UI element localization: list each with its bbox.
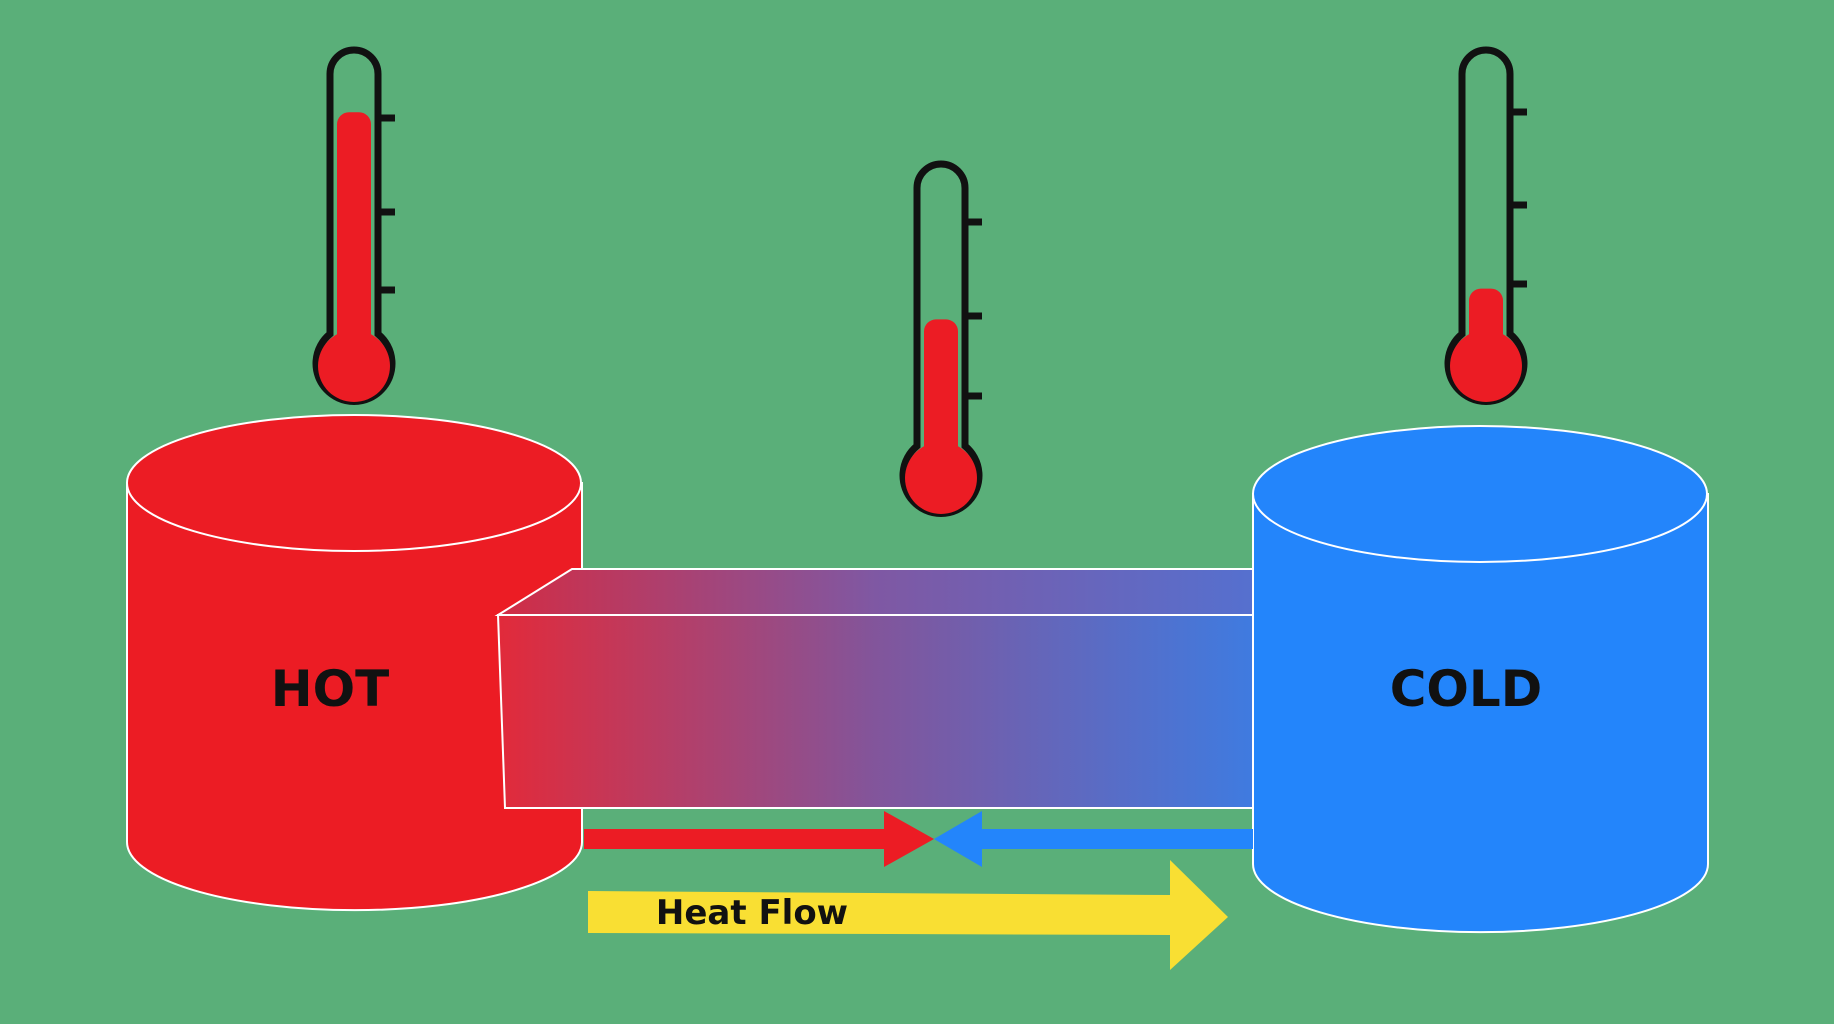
mercury-bulb xyxy=(318,330,390,402)
hot-thermometer xyxy=(312,46,396,405)
hot-label: HOT xyxy=(271,660,389,718)
heat-flow-arrow: Heat Flow xyxy=(588,860,1228,970)
mercury-bulb xyxy=(1450,330,1522,402)
cold-side-arrow xyxy=(934,811,1253,867)
cold-thermometer xyxy=(1444,46,1528,405)
conducting-bar xyxy=(494,568,1254,809)
cold-label: COLD xyxy=(1390,660,1543,718)
cold-tank: COLD xyxy=(1252,425,1709,934)
heat-flow-label: Heat Flow xyxy=(656,893,848,933)
mercury-column xyxy=(924,319,958,480)
hot-tank: HOT xyxy=(126,414,583,912)
hot-side-arrow xyxy=(584,811,934,867)
mercury-column xyxy=(337,112,371,368)
mercury-bulb xyxy=(905,442,977,514)
middle-thermometer xyxy=(899,160,983,517)
